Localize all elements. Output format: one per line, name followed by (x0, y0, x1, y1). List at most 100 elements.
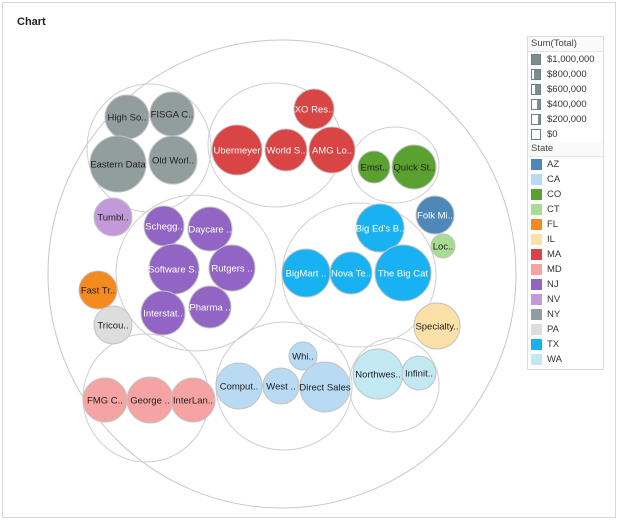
bubble[interactable] (415, 195, 455, 235)
bubble[interactable] (293, 88, 335, 130)
state-legend-label: CA (547, 174, 561, 185)
bubble-label: Infinit.. (405, 369, 433, 380)
bubble[interactable] (89, 135, 147, 193)
bubble[interactable] (374, 244, 432, 302)
state-legend-label: TX (547, 339, 560, 350)
size-legend-label: $200,000 (547, 114, 587, 125)
bubble-label: Loc.. (433, 242, 454, 253)
bubble-label: InterLan.. (173, 396, 213, 407)
state-legend-item[interactable]: MD (528, 262, 603, 277)
state-legend-label: NY (547, 309, 561, 320)
bubble-label: FISGA C.. (151, 110, 194, 121)
state-legend-item[interactable]: IL (528, 232, 603, 247)
bubble-label: BigMart .. (286, 269, 327, 280)
bubble[interactable] (93, 197, 133, 237)
bubble[interactable] (262, 367, 300, 405)
state-swatch-icon (531, 309, 542, 320)
state-swatch-icon (531, 219, 542, 230)
state-legend-label: FL (547, 219, 559, 230)
size-legend-label: $0 (547, 129, 558, 140)
state-legend-item[interactable]: TX (528, 337, 603, 352)
state-legend-item[interactable]: CA (528, 172, 603, 187)
bubble[interactable] (355, 203, 405, 253)
state-legend-label: PA (547, 324, 559, 335)
bubble-label: Big Ed's B.. (356, 224, 405, 235)
state-legend-label: AZ (547, 159, 560, 170)
color-legend-title: State (528, 142, 603, 157)
bubble[interactable] (413, 302, 461, 350)
state-swatch-icon (531, 294, 542, 305)
bubble[interactable] (211, 124, 263, 176)
bubble[interactable] (170, 377, 216, 423)
state-legend-item[interactable]: PA (528, 322, 603, 337)
size-swatch-icon (531, 129, 541, 140)
bubble-label: World S.. (267, 146, 306, 157)
bubble-label: Northwes.. (355, 370, 400, 381)
size-swatch-icon (531, 99, 541, 110)
state-swatch-icon (531, 189, 542, 200)
bubble-label: Folk Mi.. (417, 211, 453, 222)
state-legend-item[interactable]: NJ (528, 277, 603, 292)
bubble[interactable] (93, 305, 133, 345)
bubble[interactable] (78, 270, 118, 310)
state-swatch-icon (531, 249, 542, 260)
bubble[interactable] (357, 150, 391, 184)
size-swatch-icon (531, 69, 541, 80)
size-legend-label: $800,000 (547, 69, 587, 80)
state-legend-label: CT (547, 204, 560, 215)
bubble-label: Tricou.. (97, 321, 128, 332)
state-legend-item[interactable]: MA (528, 247, 603, 262)
bubble-label: Interstat.. (143, 309, 183, 320)
state-legend-item[interactable]: CT (528, 202, 603, 217)
bubble-label: Emst.. (361, 163, 388, 174)
bubble-label: Schegg.. (145, 222, 183, 233)
bubble[interactable] (188, 285, 232, 329)
bubble-label: Quick St.. (393, 163, 434, 174)
size-legend-label: $600,000 (547, 84, 587, 95)
bubble[interactable] (264, 128, 308, 172)
state-swatch-icon (531, 279, 542, 290)
bubble[interactable] (215, 362, 263, 410)
bubble[interactable] (140, 290, 186, 336)
bubble-label: Ubermeyer (214, 146, 261, 157)
bubble-label: Rutgers .. (211, 264, 252, 275)
bubble-label: FMG C.. (87, 396, 123, 407)
bubble[interactable] (391, 144, 437, 190)
bubble[interactable] (187, 206, 233, 252)
state-legend-item[interactable]: NY (528, 307, 603, 322)
bubble[interactable] (401, 355, 437, 391)
state-group-outline (350, 126, 440, 204)
state-legend-label: WA (547, 354, 562, 365)
bubble[interactable] (208, 244, 256, 292)
bubble[interactable] (308, 126, 356, 174)
size-legend-label: $1,000,000 (547, 54, 595, 65)
size-legend-item: $800,000 (528, 67, 603, 82)
bubble-label: High So.. (107, 113, 146, 124)
bubble[interactable] (430, 233, 456, 259)
state-legend-item[interactable]: WA (528, 352, 603, 367)
bubble-label: Software S.. (148, 265, 200, 276)
bubble-label: Nova Te.. (331, 269, 371, 280)
bubble-label: George .. (130, 396, 170, 407)
bubble-label: Specialty.. (415, 322, 458, 333)
state-legend-label: MD (547, 264, 562, 275)
state-legend-item[interactable]: CO (528, 187, 603, 202)
bubble-label: Whi.. (292, 352, 314, 363)
state-legend-item[interactable]: FL (528, 217, 603, 232)
bubble[interactable] (299, 361, 351, 413)
size-swatch-icon (531, 84, 541, 95)
bubble[interactable] (148, 135, 198, 185)
state-legend-label: CO (547, 189, 562, 200)
bubble-label: AMG Lo.. (312, 146, 352, 157)
bubble-label: Pharma .. (189, 303, 230, 314)
state-legend-item[interactable]: AZ (528, 157, 603, 172)
size-legend-items: $1,000,000$800,000$600,000$400,000$200,0… (528, 52, 603, 142)
bubble-label: Comput.. (220, 382, 259, 393)
size-legend-item: $0 (528, 127, 603, 142)
bubble-label: Eastern Data (90, 160, 146, 171)
bubble[interactable] (329, 251, 373, 295)
state-legend-item[interactable]: NV (528, 292, 603, 307)
bubble[interactable] (288, 341, 318, 371)
